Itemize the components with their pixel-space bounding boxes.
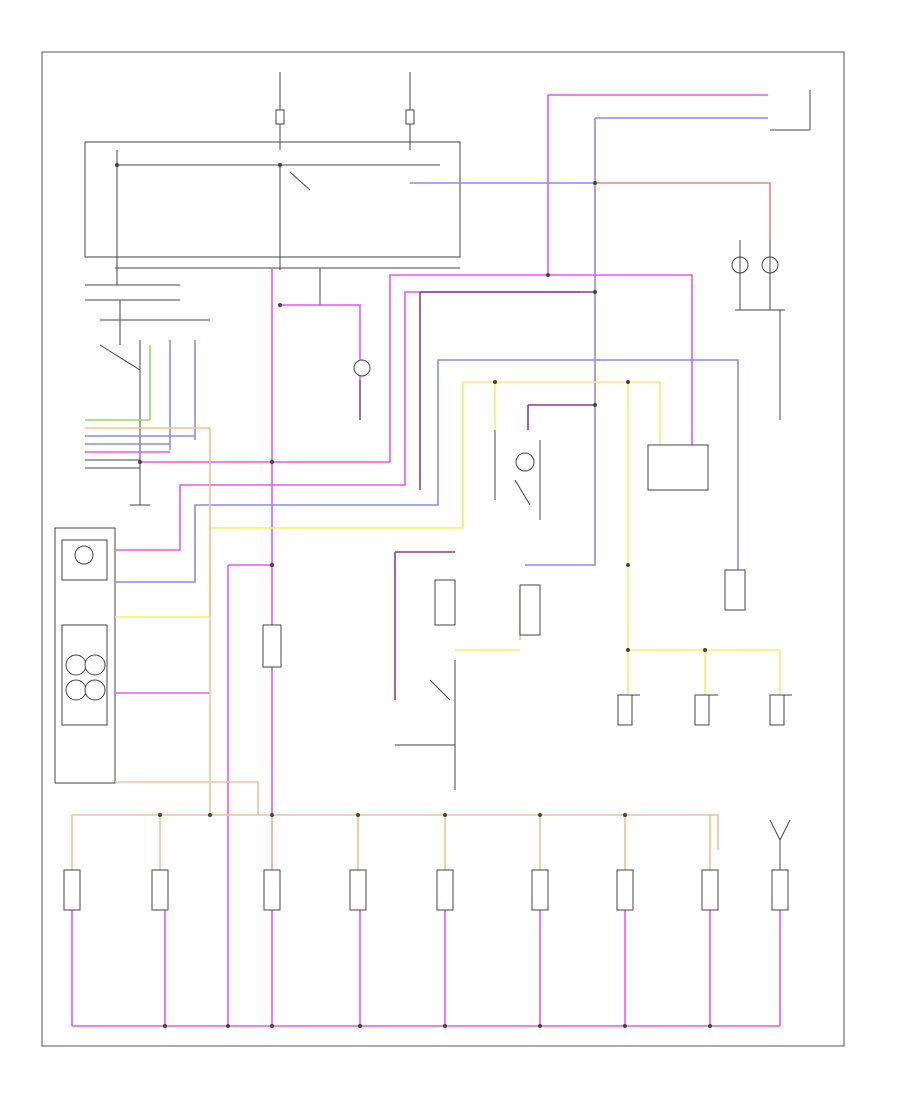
purple-circuit [394,291,595,700]
yellow-circuit [115,381,781,695]
orange-circuit [71,428,719,870]
fuse-box [84,72,470,305]
components [262,90,811,870]
lamp-row [63,869,789,911]
diagram-frame [41,51,845,1047]
blue-circuit [115,117,768,583]
instrument-cluster [54,527,116,784]
pink-circuit [71,94,781,1027]
combination-switch [85,284,210,506]
splice-points [115,163,712,1028]
red-circuit [595,182,771,240]
